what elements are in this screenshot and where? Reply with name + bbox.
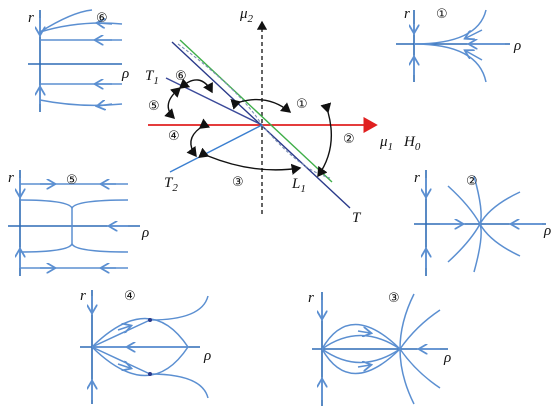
green-line <box>179 39 333 183</box>
upper-dashed-curve <box>177 43 263 126</box>
region-5-label: ⑤ <box>148 99 160 114</box>
p4-rho-label: ρ <box>203 348 211 364</box>
mu1-label: μ1 <box>379 134 393 153</box>
p2-rho-label: ρ <box>543 223 551 239</box>
t-label: T <box>352 210 362 226</box>
portrait-4: r ρ ④ <box>80 288 211 404</box>
p2-r-label: r <box>414 170 420 186</box>
transition-arrow-5 <box>164 78 191 119</box>
p4-id: ④ <box>124 289 136 304</box>
transition-arrow-1 <box>230 98 292 113</box>
portrait-5: r ρ ⑤ <box>8 170 149 276</box>
mu2-label: μ2 <box>239 6 254 25</box>
t2-label: T2 <box>164 175 178 194</box>
portrait-2: r ρ ② <box>414 170 551 276</box>
p5-rho-label: ρ <box>141 225 149 241</box>
transition-arrow-2 <box>317 102 333 178</box>
p3-id: ③ <box>388 291 400 306</box>
p5-r-label: r <box>8 170 14 186</box>
p1-r-label: r <box>404 6 410 22</box>
region-3-label: ③ <box>232 175 244 190</box>
t2-line <box>169 124 263 173</box>
p6-rho-label: ρ <box>121 66 129 82</box>
region-6-label: ⑥ <box>175 69 187 84</box>
region-1-label: ① <box>296 97 308 112</box>
region-4-label: ④ <box>168 129 180 144</box>
p1-rho-label: ρ <box>513 38 521 54</box>
portrait-3: r ρ ③ <box>308 290 451 406</box>
p4-r-label: r <box>80 288 86 304</box>
p6-r-label: r <box>28 10 34 26</box>
portrait-6: r ρ ⑥ <box>28 9 129 112</box>
central-parameter-plane: μ2 μ1 H0 T T1 T2 L1 ① ② ③ ④ ⑤ ⑥ <box>145 6 421 226</box>
p3-rho-label: ρ <box>443 350 451 366</box>
transition-arrow-6 <box>170 79 213 98</box>
transition-arrow-3 <box>198 147 302 175</box>
p1-id: ① <box>436 7 448 22</box>
portrait-1: r ρ ① <box>396 6 521 83</box>
region-2-label: ② <box>343 132 355 147</box>
p2-id: ② <box>466 174 478 189</box>
l1-label: L1 <box>291 176 306 195</box>
transition-arrow-4 <box>186 118 211 158</box>
t1-line <box>165 77 263 126</box>
h0-label: H0 <box>403 134 421 153</box>
t1-label: T1 <box>145 68 159 87</box>
p5-id: ⑤ <box>66 173 78 188</box>
p3-r-label: r <box>308 290 314 306</box>
p6-id: ⑥ <box>96 11 108 26</box>
